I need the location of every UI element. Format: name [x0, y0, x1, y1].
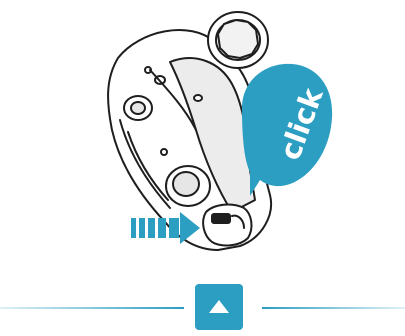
divider-right	[262, 307, 405, 309]
scroll-up-button[interactable]	[195, 284, 243, 330]
product-illustration: click	[0, 0, 405, 280]
navigation-bar	[0, 282, 405, 328]
click-callout-bubble: click	[242, 64, 332, 196]
arrow-up-icon	[207, 298, 231, 316]
divider-left	[0, 307, 184, 309]
